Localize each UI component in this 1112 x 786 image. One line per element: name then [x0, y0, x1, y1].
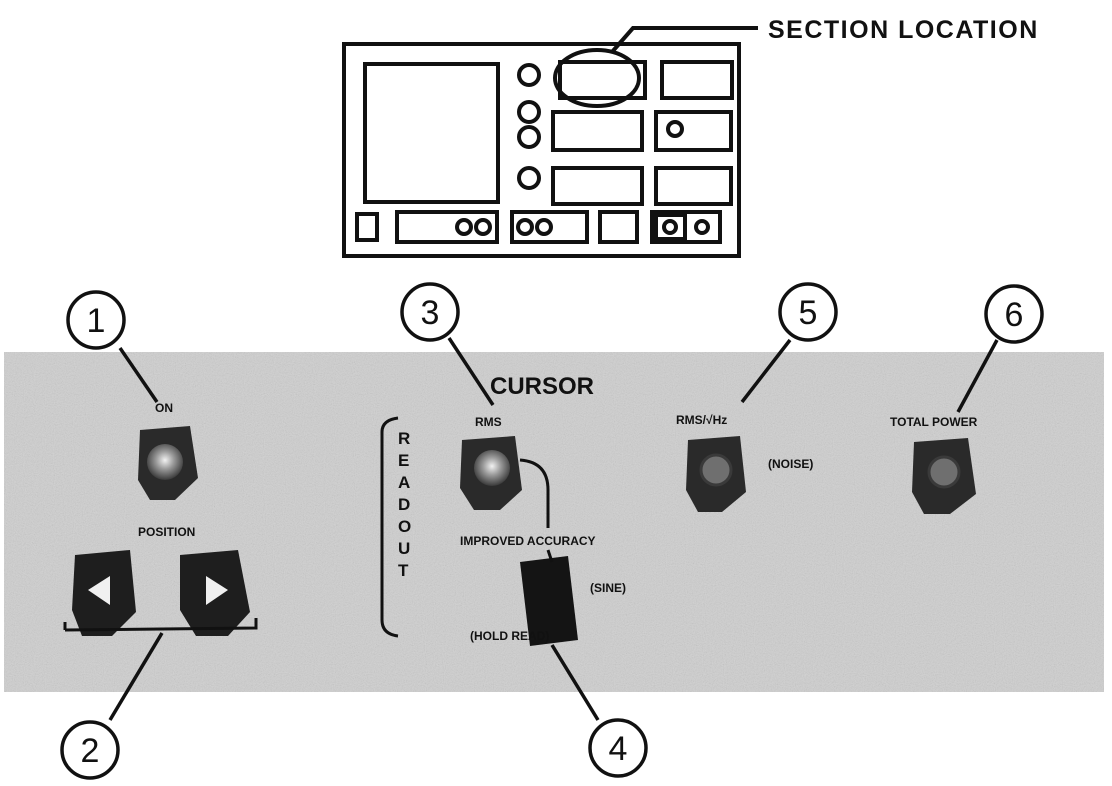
locator-knob: [519, 168, 539, 188]
callout-6: 6: [986, 286, 1042, 342]
readout-letter: D: [398, 495, 410, 514]
position-right-button[interactable]: [180, 550, 250, 636]
section-location-leader: [612, 28, 758, 52]
total-power-label: TOTAL POWER: [890, 415, 978, 429]
locator-knob: [519, 127, 539, 147]
readout-letter: T: [398, 561, 409, 580]
locator-knob: [457, 220, 471, 234]
locator-knob: [476, 220, 490, 234]
section-location-label: SECTION LOCATION: [768, 16, 1039, 44]
rms-label: RMS: [475, 415, 502, 429]
locator-box: [397, 212, 497, 242]
noise-label: (NOISE): [768, 457, 813, 471]
locator-knob: [518, 220, 532, 234]
locator-box: [357, 214, 377, 240]
readout-letter: R: [398, 429, 410, 448]
section-locator-diagram: [344, 28, 758, 256]
position-label: POSITION: [138, 525, 195, 539]
locator-knob: [519, 102, 539, 122]
callout-5: 5: [780, 284, 836, 340]
locator-box: [656, 168, 731, 204]
readout-vertical-label: R E A D O U T: [398, 429, 411, 580]
callout-2-number: 2: [81, 732, 100, 770]
cursor-heading: CURSOR: [490, 373, 594, 400]
callout-2: 2: [62, 722, 118, 778]
readout-letter: A: [398, 473, 410, 492]
rms-per-root-hz-label: RMS/√Hz: [676, 413, 727, 427]
on-label: ON: [155, 401, 173, 415]
readout-letter: E: [398, 451, 409, 470]
locator-box: [553, 168, 642, 204]
hold-readout-label: (HOLD READ): [470, 629, 549, 643]
improved-accuracy-label: IMPROVED ACCURACY: [460, 534, 596, 548]
locator-box: [600, 212, 637, 242]
locator-knob: [668, 122, 682, 136]
callout-3-number: 3: [421, 294, 440, 332]
locator-box: [553, 112, 642, 150]
sine-label: (SINE): [590, 581, 626, 595]
readout-letter: U: [398, 539, 410, 558]
callout-4-number: 4: [609, 730, 628, 768]
locator-knob: [664, 221, 676, 233]
locator-screen: [365, 64, 498, 202]
callout-1: 1: [68, 292, 124, 348]
callout-1-number: 1: [87, 302, 106, 340]
callout-3: 3: [402, 284, 458, 340]
readout-letter: O: [398, 517, 411, 536]
callout-4: 4: [590, 720, 646, 776]
callout-6-number: 6: [1005, 296, 1024, 334]
callout-5-number: 5: [799, 294, 818, 332]
locator-box: [662, 62, 732, 98]
locator-knob: [537, 220, 551, 234]
locator-knob: [519, 65, 539, 85]
locator-box: [656, 215, 685, 239]
locator-knob: [696, 221, 708, 233]
